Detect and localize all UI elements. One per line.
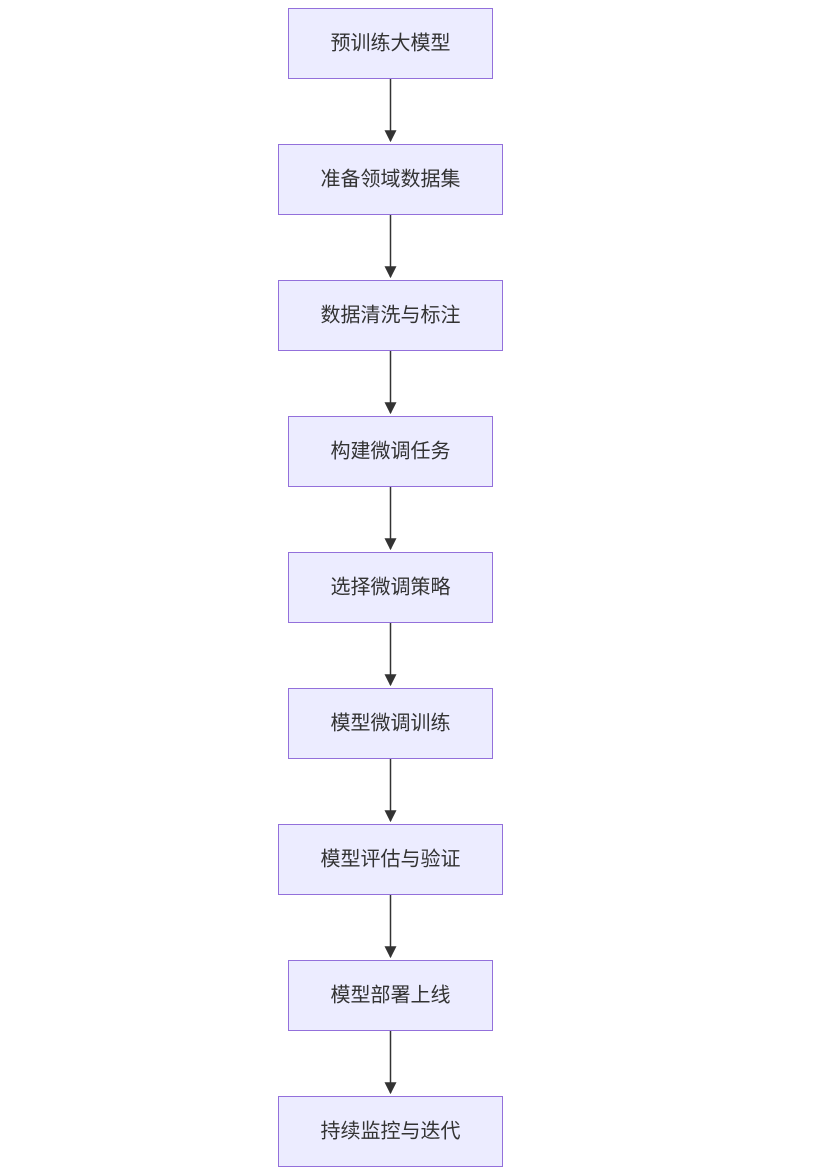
node-label: 数据清洗与标注 bbox=[321, 303, 461, 327]
node-data-cleaning: 数据清洗与标注 bbox=[278, 280, 503, 351]
node-select-strategy: 选择微调策略 bbox=[288, 552, 493, 623]
node-label: 预训练大模型 bbox=[331, 31, 451, 55]
node-finetune-training: 模型微调训练 bbox=[288, 688, 493, 759]
node-label: 选择微调策略 bbox=[331, 575, 451, 599]
flowchart-nodes: 预训练大模型 准备领域数据集 数据清洗与标注 构建微调任务 选择微调策略 模型微… bbox=[278, 8, 503, 1167]
node-deployment: 模型部署上线 bbox=[288, 960, 493, 1031]
node-evaluation: 模型评估与验证 bbox=[278, 824, 503, 895]
node-label: 模型评估与验证 bbox=[321, 847, 461, 871]
node-label: 构建微调任务 bbox=[331, 439, 451, 463]
node-pretrain-model: 预训练大模型 bbox=[288, 8, 493, 79]
node-label: 模型微调训练 bbox=[331, 711, 451, 735]
node-monitoring: 持续监控与迭代 bbox=[278, 1096, 503, 1167]
node-build-task: 构建微调任务 bbox=[288, 416, 493, 487]
node-label: 持续监控与迭代 bbox=[321, 1119, 461, 1143]
node-label: 准备领域数据集 bbox=[321, 167, 461, 191]
node-label: 模型部署上线 bbox=[331, 983, 451, 1007]
node-prepare-dataset: 准备领域数据集 bbox=[278, 144, 503, 215]
